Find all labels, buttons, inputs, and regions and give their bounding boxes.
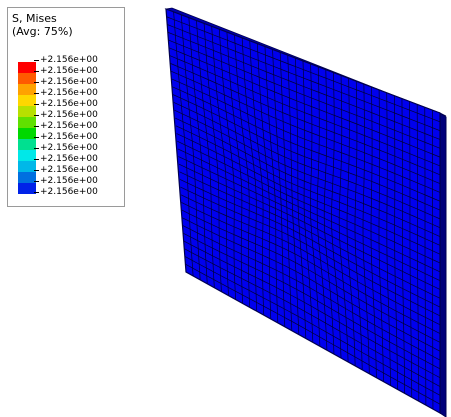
legend-swatch xyxy=(18,62,36,73)
legend-swatch xyxy=(18,106,36,117)
legend-swatch xyxy=(18,172,36,183)
legend-swatch xyxy=(18,161,36,172)
mesh-line xyxy=(177,140,441,264)
legend-title: S, Mises xyxy=(12,12,57,25)
mesh-line xyxy=(173,102,441,220)
legend-swatch xyxy=(18,117,36,128)
mesh-line xyxy=(172,86,441,202)
mesh-line xyxy=(168,39,441,149)
mesh-line xyxy=(176,133,441,255)
legend-tick-label: +2.156e+00 xyxy=(34,165,98,175)
legend-tick-label: +2.156e+00 xyxy=(34,99,98,109)
mesh-line xyxy=(178,156,441,281)
mesh-line xyxy=(181,202,441,334)
legend-tick-label: +2.156e+00 xyxy=(34,187,98,197)
mesh-line xyxy=(170,63,441,176)
mesh-line xyxy=(167,31,441,140)
legend-tick-label: +2.156e+00 xyxy=(34,176,98,186)
legend-tick-label: +2.156e+00 xyxy=(34,154,98,164)
mesh-line xyxy=(168,47,441,158)
mesh-line xyxy=(170,70,441,184)
mesh-line xyxy=(169,55,441,167)
legend-tick-label: +2.156e+00 xyxy=(34,66,98,76)
legend-tick-label: +2.156e+00 xyxy=(34,121,98,131)
mesh-line xyxy=(178,163,441,290)
legend-swatch xyxy=(18,73,36,84)
mesh-line xyxy=(179,179,441,308)
plate-face xyxy=(439,112,447,417)
legend-tick-label: +2.156e+00 xyxy=(34,88,98,98)
mesh-line xyxy=(172,94,441,211)
legend-tick-label: +2.156e+00 xyxy=(34,132,98,142)
mesh-line xyxy=(166,16,441,123)
mesh-line xyxy=(183,232,441,370)
legend-tick-label: +2.156e+00 xyxy=(34,77,98,87)
mesh-line xyxy=(180,194,441,326)
mesh-line xyxy=(185,263,441,405)
legend-tick-label: +2.156e+00 xyxy=(34,110,98,120)
mesh-line xyxy=(180,186,441,317)
mesh-line xyxy=(182,225,441,361)
mesh-line xyxy=(183,240,441,378)
legend-swatch xyxy=(18,84,36,95)
mesh-line xyxy=(171,78,441,193)
mesh-line xyxy=(182,217,441,352)
mesh-line xyxy=(175,125,441,246)
legend-swatch xyxy=(18,128,36,139)
legend-tick-label: +2.156e+00 xyxy=(34,55,98,65)
mesh-line xyxy=(167,24,441,131)
legend-swatch xyxy=(18,95,36,106)
legend-swatch xyxy=(18,150,36,161)
legend-subtitle: (Avg: 75%) xyxy=(12,25,73,38)
mesh-line xyxy=(174,109,441,229)
legend-color-bar xyxy=(18,62,36,194)
mesh-line xyxy=(179,171,441,299)
legend-tick-labels: +2.156e+00+2.156e+00+2.156e+00+2.156e+00… xyxy=(34,55,98,198)
mesh-line xyxy=(184,248,441,387)
mesh-line xyxy=(184,256,441,396)
mesh-line xyxy=(175,117,441,237)
legend-swatch xyxy=(18,139,36,150)
mesh-line xyxy=(177,148,441,273)
contour-legend: S, Mises (Avg: 75%) +2.156e+00+2.156e+00… xyxy=(7,7,125,207)
legend-tick-label: +2.156e+00 xyxy=(34,143,98,153)
mesh-line xyxy=(181,209,441,343)
legend-swatch xyxy=(18,183,36,194)
